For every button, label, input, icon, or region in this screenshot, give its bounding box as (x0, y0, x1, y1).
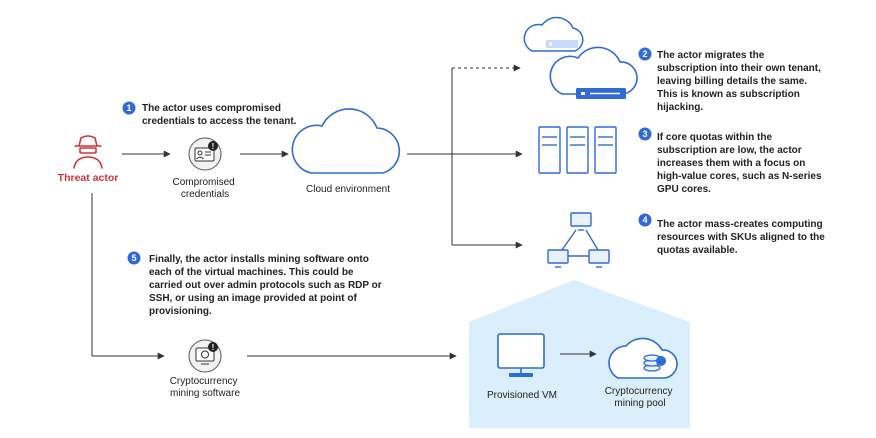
cloud-server-icon (523, 16, 638, 99)
connectors (91, 64, 597, 360)
step-5-badge: 5 (127, 251, 141, 265)
step-1-text: The actor uses compromised credentials t… (142, 103, 297, 127)
cloud-environment-label: Cloud environment (306, 184, 390, 195)
server-rack-icon (538, 126, 617, 174)
step-2-badge: 2 (638, 47, 652, 61)
id-card-alert-icon: ! (188, 137, 222, 171)
svg-text:!: ! (212, 343, 215, 352)
mining-pool-label: Cryptocurrency mining pool (605, 386, 676, 409)
svg-text:!: ! (212, 142, 215, 151)
compromised-credentials-label: Compromised credentials (172, 177, 237, 200)
step-4-badge: 4 (638, 213, 652, 227)
cloud-coins-icon (608, 337, 678, 379)
mining-software-label: Cryptocurrency mining software (170, 376, 241, 399)
network-icon (547, 212, 610, 268)
cloud-icon (291, 108, 401, 174)
hacker-icon (73, 135, 103, 169)
step-1-badge: 1 (122, 101, 136, 115)
svg-text:2: 2 (642, 49, 647, 59)
step-2-text: The actor migrates the subscription into… (657, 50, 824, 113)
provisioned-vm-label: Provisioned VM (487, 390, 557, 401)
mining-software-alert-icon: ! (188, 339, 222, 373)
svg-text:3: 3 (642, 129, 647, 139)
svg-text:1: 1 (126, 103, 131, 113)
threat-actor-label: Threat actor (58, 172, 119, 184)
svg-text:5: 5 (131, 253, 136, 263)
step-5-text: Finally, the actor installs mining softw… (149, 254, 384, 317)
step-3-text: If core quotas within the subscription a… (657, 132, 824, 195)
svg-text:4: 4 (642, 215, 647, 225)
step-3-badge: 3 (638, 127, 652, 141)
step-4-text: The actor mass-creates computing resourc… (657, 219, 828, 256)
monitor-icon (497, 333, 545, 377)
